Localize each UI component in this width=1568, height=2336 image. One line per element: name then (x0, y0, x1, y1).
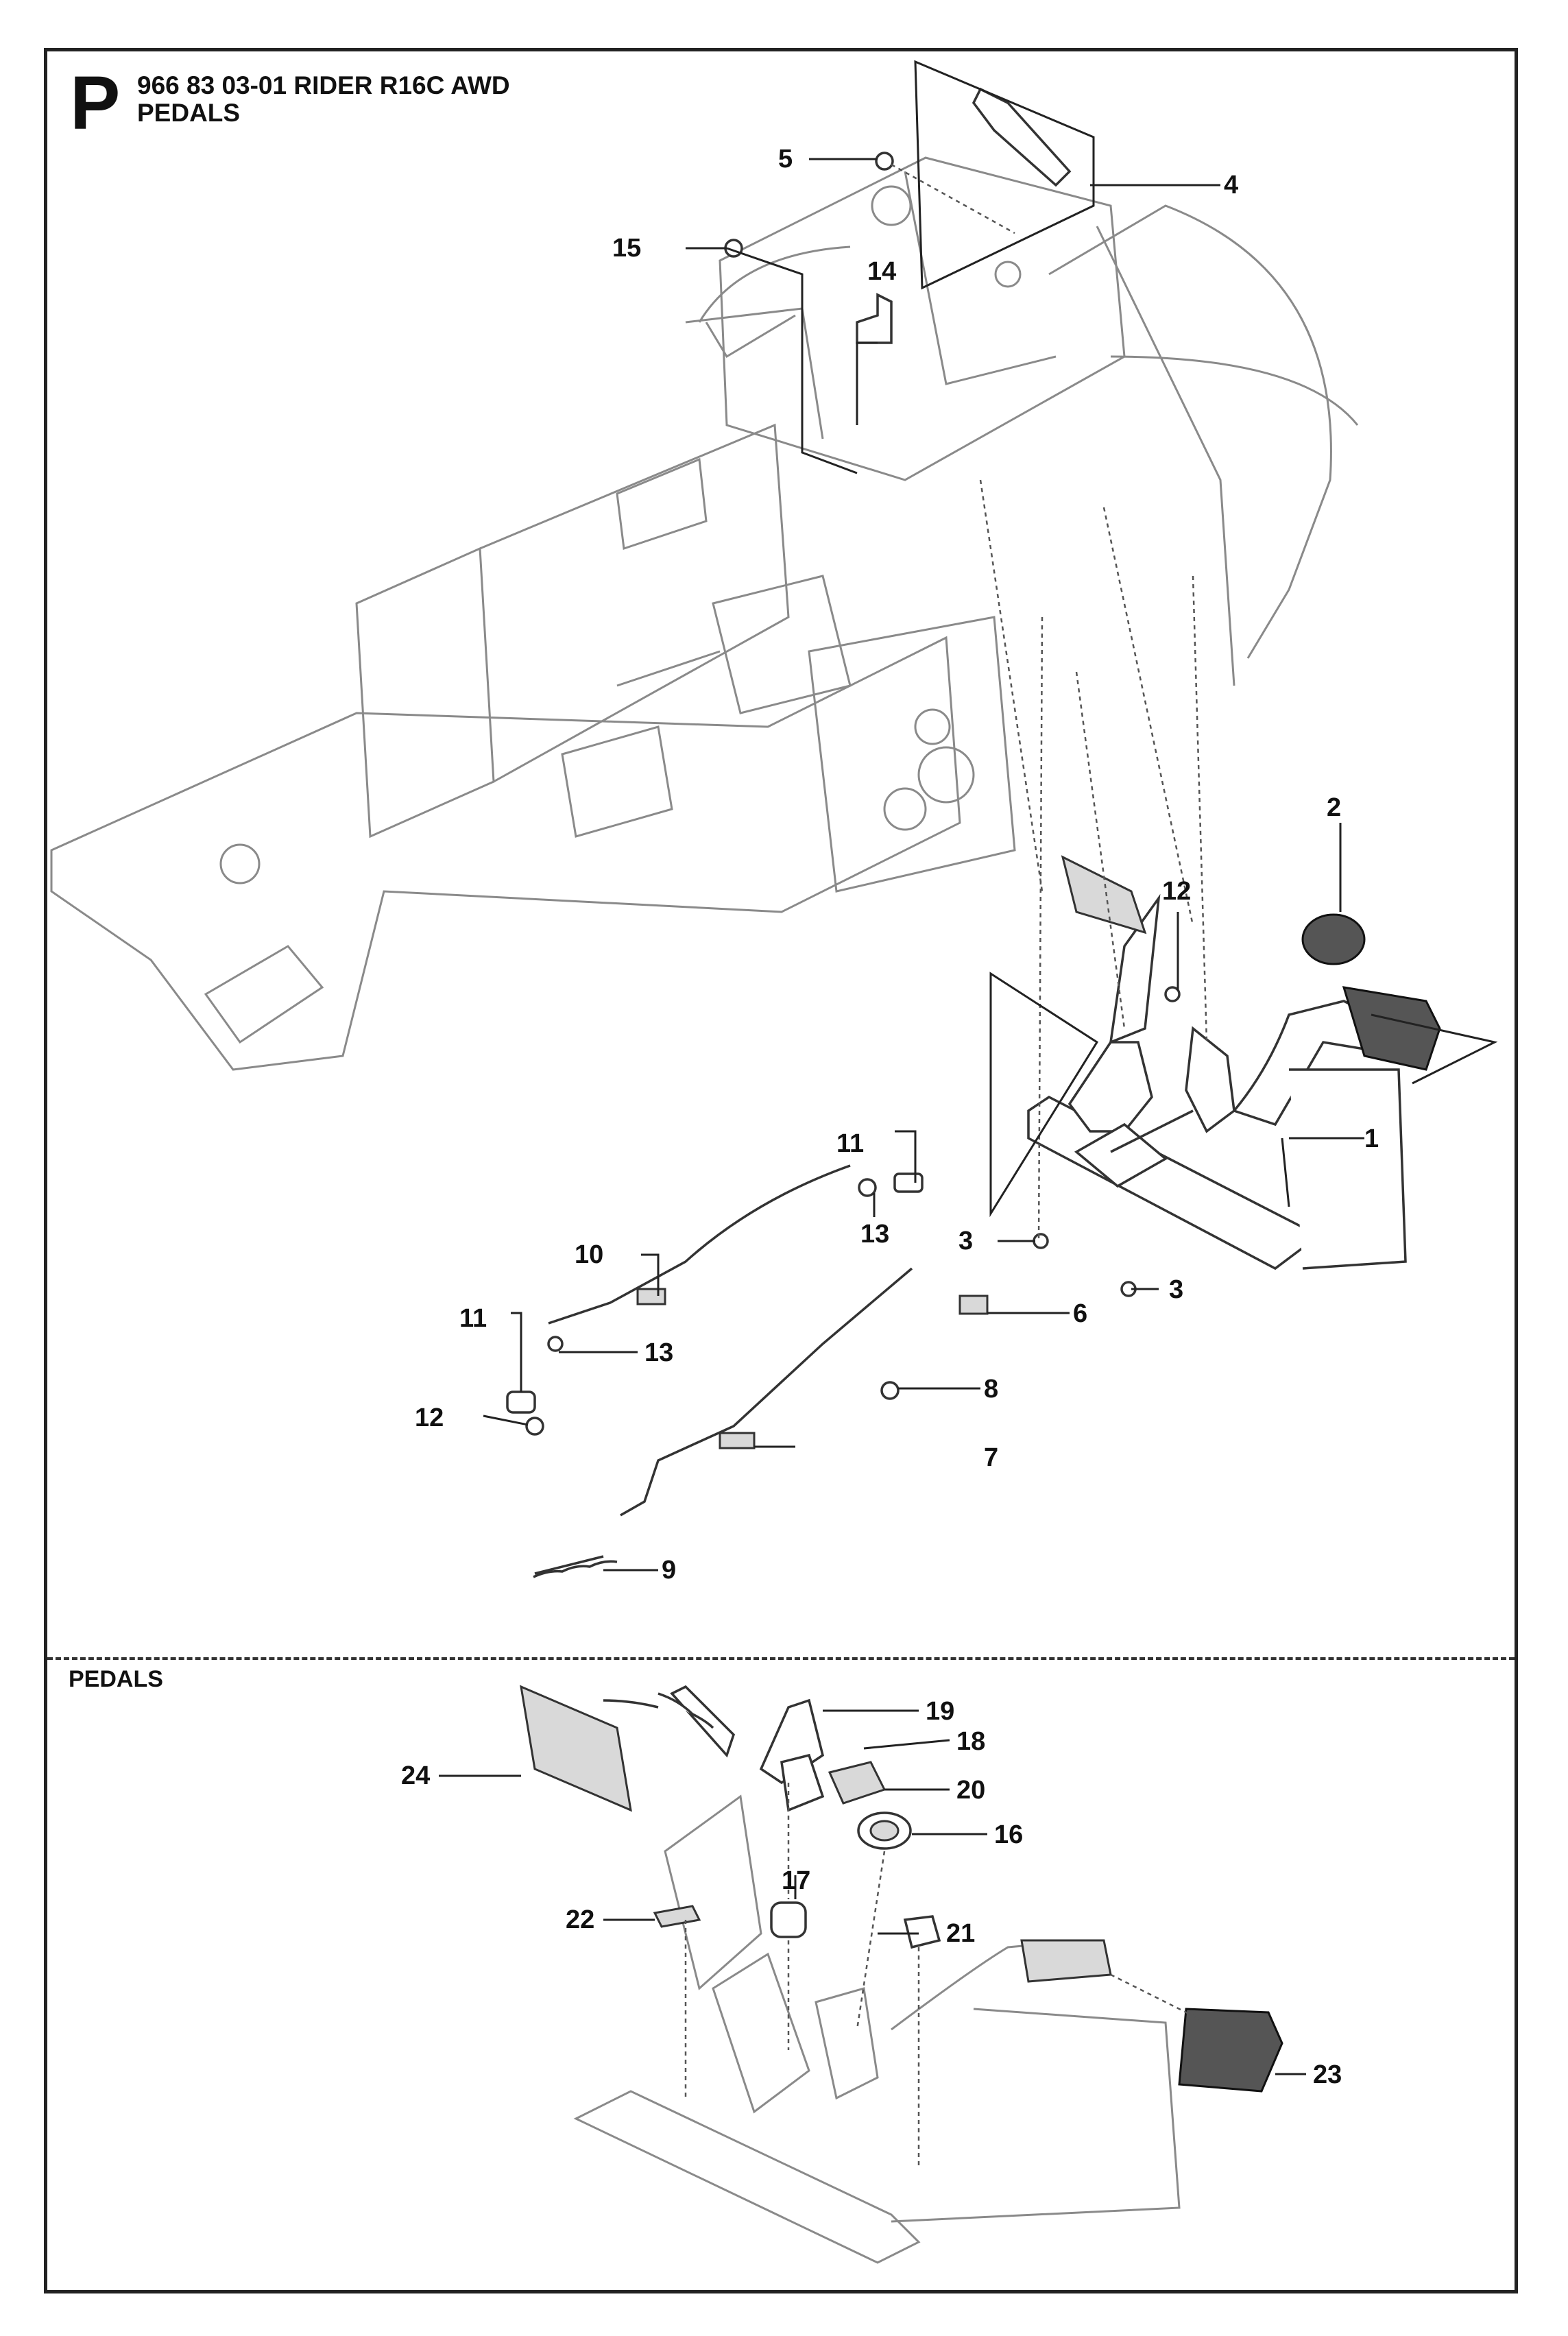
callout-8: 8 (984, 1375, 998, 1404)
callout-13b: 13 (644, 1338, 673, 1367)
section-letter: P (70, 61, 121, 145)
callout-1: 1 (1364, 1124, 1379, 1153)
chassis-frame-drawing (50, 156, 1359, 1071)
pedal-assembly-upper (1027, 855, 1441, 1271)
callout-18: 18 (956, 1727, 985, 1756)
callout-4: 4 (1224, 171, 1238, 200)
part-number-line: 966 83 03-01 RIDER R16C AWD (137, 71, 510, 99)
callout-2: 2 (1327, 793, 1341, 822)
section-divider (47, 1657, 1515, 1660)
leader-lines-upper (483, 60, 1498, 1572)
callout-14: 14 (867, 257, 896, 286)
cables-hardware (506, 87, 1181, 1578)
callout-19: 19 (926, 1697, 954, 1726)
callout-17: 17 (782, 1866, 810, 1895)
lower-section-title: PEDALS (69, 1666, 163, 1692)
callout-9: 9 (662, 1556, 676, 1585)
pedal-assembly-exploded (520, 1685, 1283, 2264)
callout-labels-lower: 16 17 18 19 20 21 22 23 24 (401, 1697, 1342, 2089)
callout-3b: 3 (1169, 1275, 1183, 1304)
callout-15: 15 (612, 234, 641, 263)
callout-13a: 13 (860, 1220, 889, 1249)
callout-11b: 11 (459, 1304, 487, 1333)
callout-12b: 12 (415, 1404, 444, 1432)
callout-3a: 3 (958, 1227, 973, 1255)
callout-22: 22 (566, 1905, 594, 1934)
assembly-lines-lower (684, 1783, 1207, 2167)
callout-16: 16 (994, 1820, 1023, 1849)
callout-11a: 11 (836, 1129, 864, 1158)
assembly-lines-upper (891, 163, 1208, 1242)
callout-7: 7 (984, 1443, 998, 1472)
callout-10: 10 (575, 1240, 603, 1269)
drawing-frame (44, 48, 1518, 2293)
callout-20: 20 (956, 1776, 985, 1805)
leader-lines-lower (439, 1709, 1306, 2075)
callout-12a: 12 (1162, 877, 1191, 906)
callout-23: 23 (1313, 2060, 1342, 2089)
callout-24: 24 (401, 1761, 430, 1790)
callout-labels-upper: 1 2 3 3 4 5 6 7 8 9 10 11 11 12 12 13 13… (415, 145, 1379, 1585)
page-title: PEDALS (137, 99, 241, 127)
callout-6: 6 (1073, 1299, 1087, 1328)
callout-5: 5 (778, 145, 793, 173)
callout-21: 21 (946, 1919, 975, 1948)
